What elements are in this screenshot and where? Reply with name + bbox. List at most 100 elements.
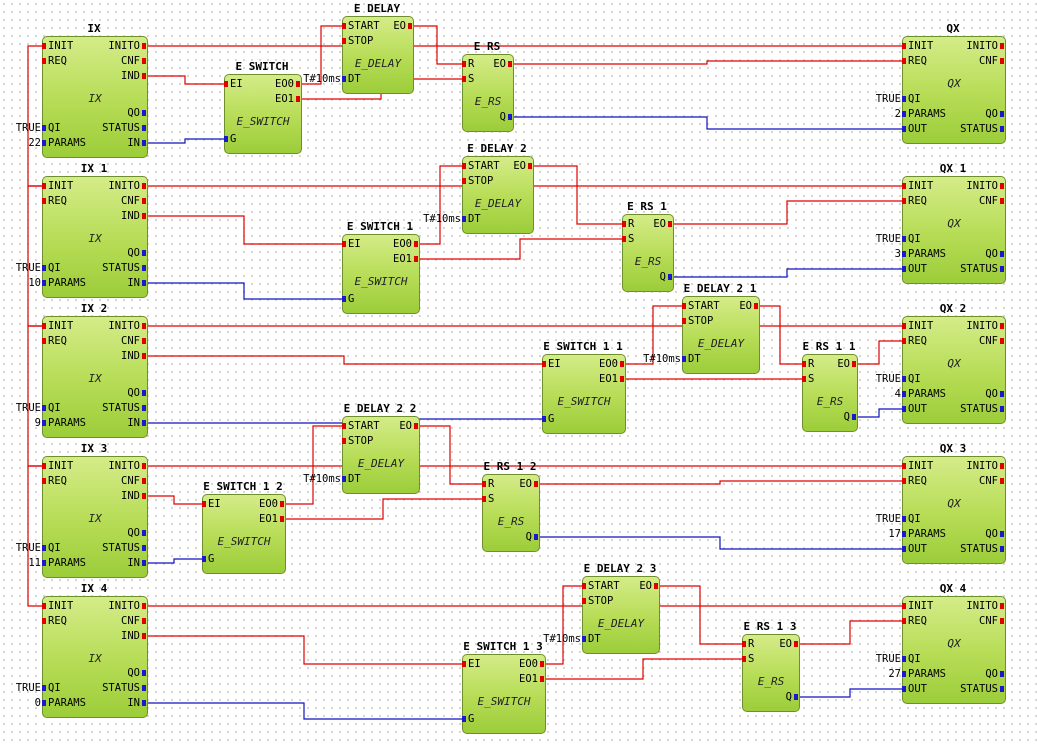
data-input-g[interactable]: G — [542, 413, 554, 425]
event-input-r[interactable]: R — [482, 478, 494, 490]
event-input-req[interactable]: REQ — [902, 55, 927, 67]
event-input-ei[interactable]: EI — [342, 238, 361, 250]
event-output-eo[interactable]: EO — [519, 478, 538, 490]
event-input-init[interactable]: INIT — [902, 460, 933, 472]
event-output-cnf[interactable]: CNF — [121, 475, 146, 487]
event-input-ei[interactable]: EI — [462, 658, 481, 670]
event-input-r[interactable]: R — [802, 358, 814, 370]
function-block-e-rs-1-3[interactable]: E_RS — [742, 634, 800, 712]
event-output-ind[interactable]: IND — [121, 350, 146, 362]
function-block-qx-3[interactable]: QX — [902, 456, 1006, 564]
data-output-status[interactable]: STATUS — [960, 123, 1004, 135]
data-input-params[interactable]: PARAMS — [902, 528, 946, 540]
data-input-qi[interactable]: QI — [42, 262, 61, 274]
data-output-qo[interactable]: QO — [985, 528, 1004, 540]
event-input-start[interactable]: START — [582, 580, 620, 592]
event-output-eo1[interactable]: EO1 — [275, 93, 300, 105]
event-output-eo0[interactable]: EO0 — [393, 238, 418, 250]
event-output-eo[interactable]: EO — [739, 300, 758, 312]
function-block-qx-2[interactable]: QX — [902, 316, 1006, 424]
data-input-g[interactable]: G — [202, 553, 214, 565]
event-input-req[interactable]: REQ — [42, 335, 67, 347]
function-block-e-switch-1-3[interactable]: E_SWITCH — [462, 654, 546, 734]
event-input-init[interactable]: INIT — [902, 320, 933, 332]
event-output-eo0[interactable]: EO0 — [599, 358, 624, 370]
data-input-qi[interactable]: QI — [902, 233, 921, 245]
event-output-inito[interactable]: INITO — [966, 320, 1004, 332]
event-output-eo[interactable]: EO — [779, 638, 798, 650]
function-block-e-switch[interactable]: E_SWITCH — [224, 74, 302, 154]
data-output-status[interactable]: STATUS — [960, 263, 1004, 275]
event-input-req[interactable]: REQ — [902, 335, 927, 347]
event-input-start[interactable]: START — [342, 420, 380, 432]
event-input-req[interactable]: REQ — [42, 475, 67, 487]
data-input-params[interactable]: PARAMS — [902, 248, 946, 260]
event-output-cnf[interactable]: CNF — [121, 195, 146, 207]
function-block-ix-3[interactable]: IX — [42, 456, 148, 578]
event-output-cnf[interactable]: CNF — [979, 195, 1004, 207]
event-output-inito[interactable]: INITO — [108, 40, 146, 52]
event-input-start[interactable]: START — [682, 300, 720, 312]
data-input-g[interactable]: G — [224, 133, 236, 145]
event-output-eo[interactable]: EO — [639, 580, 658, 592]
function-block-e-switch-1[interactable]: E_SWITCH — [342, 234, 420, 314]
data-input-qi[interactable]: QI — [42, 402, 61, 414]
data-output-status[interactable]: STATUS — [960, 403, 1004, 415]
event-output-cnf[interactable]: CNF — [979, 335, 1004, 347]
event-input-init[interactable]: INIT — [42, 40, 73, 52]
data-output-qo[interactable]: QO — [127, 667, 146, 679]
event-input-req[interactable]: REQ — [902, 475, 927, 487]
data-output-in[interactable]: IN — [127, 557, 146, 569]
data-input-dt[interactable]: DT — [582, 633, 601, 645]
event-output-eo1[interactable]: EO1 — [519, 673, 544, 685]
data-input-dt[interactable]: DT — [682, 353, 701, 365]
data-output-status[interactable]: STATUS — [102, 682, 146, 694]
data-output-q[interactable]: Q — [500, 111, 513, 123]
event-input-stop[interactable]: STOP — [682, 315, 713, 327]
event-output-cnf[interactable]: CNF — [979, 615, 1004, 627]
event-input-stop[interactable]: STOP — [582, 595, 613, 607]
event-input-s[interactable]: S — [622, 233, 634, 245]
data-output-q[interactable]: Q — [786, 691, 799, 703]
function-block-e-delay-2-3[interactable]: E_DELAY — [582, 576, 660, 654]
data-input-qi[interactable]: QI — [42, 682, 61, 694]
function-block-e-rs-1[interactable]: E_RS — [622, 214, 674, 292]
event-output-inito[interactable]: INITO — [966, 600, 1004, 612]
event-output-inito[interactable]: INITO — [108, 320, 146, 332]
data-input-params[interactable]: PARAMS — [42, 277, 86, 289]
data-input-params[interactable]: PARAMS — [42, 137, 86, 149]
function-block-qx-1[interactable]: QX — [902, 176, 1006, 284]
data-output-qo[interactable]: QO — [127, 527, 146, 539]
data-input-params[interactable]: PARAMS — [902, 668, 946, 680]
data-output-qo[interactable]: QO — [127, 387, 146, 399]
data-output-qo[interactable]: QO — [127, 107, 146, 119]
event-input-stop[interactable]: STOP — [462, 175, 493, 187]
event-input-start[interactable]: START — [342, 20, 380, 32]
event-output-cnf[interactable]: CNF — [121, 615, 146, 627]
event-input-init[interactable]: INIT — [42, 460, 73, 472]
data-input-out[interactable]: OUT — [902, 543, 927, 555]
event-output-cnf[interactable]: CNF — [121, 55, 146, 67]
event-output-eo0[interactable]: EO0 — [275, 78, 300, 90]
event-output-eo1[interactable]: EO1 — [393, 253, 418, 265]
function-block-ix[interactable]: IX — [42, 36, 148, 158]
event-input-init[interactable]: INIT — [902, 180, 933, 192]
event-input-req[interactable]: REQ — [42, 195, 67, 207]
event-input-init[interactable]: INIT — [42, 320, 73, 332]
event-output-cnf[interactable]: CNF — [979, 475, 1004, 487]
event-input-req[interactable]: REQ — [42, 615, 67, 627]
event-output-inito[interactable]: INITO — [966, 40, 1004, 52]
event-input-start[interactable]: START — [462, 160, 500, 172]
event-output-eo1[interactable]: EO1 — [599, 373, 624, 385]
event-output-eo[interactable]: EO — [393, 20, 412, 32]
event-output-cnf[interactable]: CNF — [121, 335, 146, 347]
data-input-qi[interactable]: QI — [42, 122, 61, 134]
data-input-qi[interactable]: QI — [902, 93, 921, 105]
data-output-in[interactable]: IN — [127, 277, 146, 289]
event-input-init[interactable]: INIT — [42, 180, 73, 192]
data-input-params[interactable]: PARAMS — [42, 557, 86, 569]
event-input-s[interactable]: S — [802, 373, 814, 385]
function-block-qx[interactable]: QX — [902, 36, 1006, 144]
function-block-e-rs-1-1[interactable]: E_RS — [802, 354, 858, 432]
data-output-qo[interactable]: QO — [985, 388, 1004, 400]
